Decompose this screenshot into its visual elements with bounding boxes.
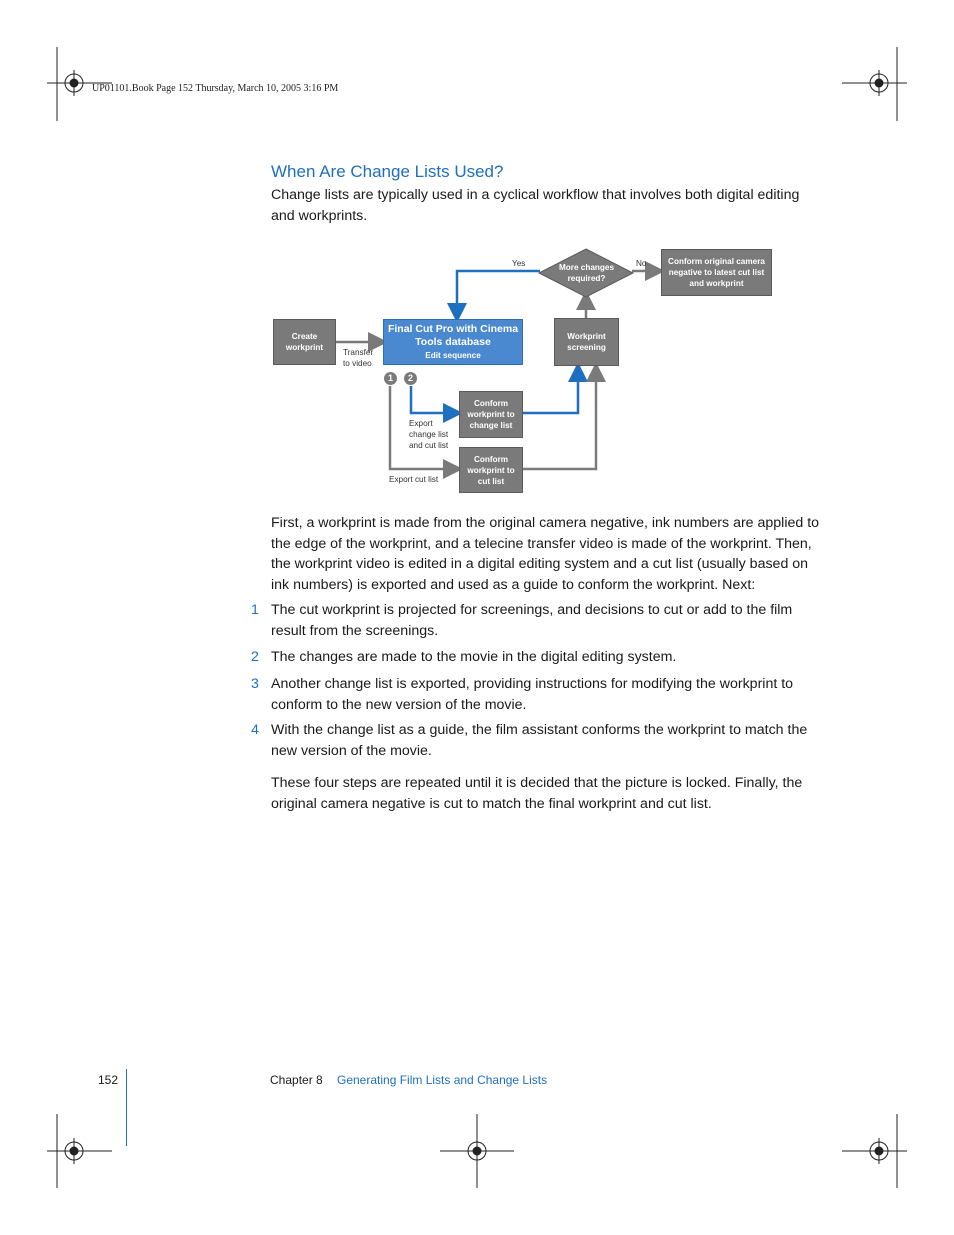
section-heading: When Are Change Lists Used? (271, 162, 504, 181)
closing-paragraph: These four steps are repeated until it i… (271, 775, 803, 812)
workflow-diagram-lines (336, 248, 665, 479)
step-number: 2 (251, 649, 259, 665)
chapter-label: Chapter 8 (270, 1073, 323, 1087)
footer-rule (126, 1069, 127, 1146)
print-slug: UP01101.Book Page 152 Thursday, March 10… (92, 83, 339, 94)
step-text: The changes are made to the movie in the… (271, 649, 677, 665)
create-workprint-box: Create workprint (273, 319, 336, 365)
conform-original-box: Conform original camera negative to late… (661, 249, 772, 296)
export-change-label: Export change list and cut list (409, 419, 449, 450)
no-label: No (636, 259, 647, 268)
step-number: 4 (251, 722, 259, 738)
chapter-title: Generating Film Lists and Change Lists (337, 1073, 548, 1087)
conform-cut-list-box: Conform workprint to cut list (459, 447, 523, 493)
conform-change-list-box: Conform workprint to change list (459, 391, 523, 438)
step-number: 1 (251, 602, 259, 618)
fcp-subtitle: Edit sequence (425, 351, 481, 360)
transfer-label: Transfer to video (343, 348, 374, 368)
decision-label: More changes required? (558, 263, 615, 283)
intro-paragraph: Change lists are typically used in a cyc… (271, 187, 800, 224)
badge-1: 1 (384, 372, 397, 385)
step-text: The cut workprint is projected for scree… (271, 602, 793, 639)
step-number: 3 (251, 676, 259, 692)
workprint-screening-box: Workprint screening (554, 318, 619, 366)
fcp-title: Final Cut Pro with Cinema Tools database (387, 323, 519, 348)
yes-label: Yes (512, 259, 526, 268)
decision-diamond (537, 248, 635, 298)
step-text: Another change list is exported, providi… (271, 676, 794, 713)
step-text: With the change list as a guide, the fil… (271, 722, 808, 759)
badge-2: 2 (404, 372, 417, 385)
body-paragraph: First, a workprint is made from the orig… (271, 515, 820, 593)
page-number: 152 (98, 1073, 119, 1087)
export-cut-label: Export cut list (389, 475, 439, 484)
fcp-database-box: Final Cut Pro with Cinema Tools database… (383, 319, 523, 365)
